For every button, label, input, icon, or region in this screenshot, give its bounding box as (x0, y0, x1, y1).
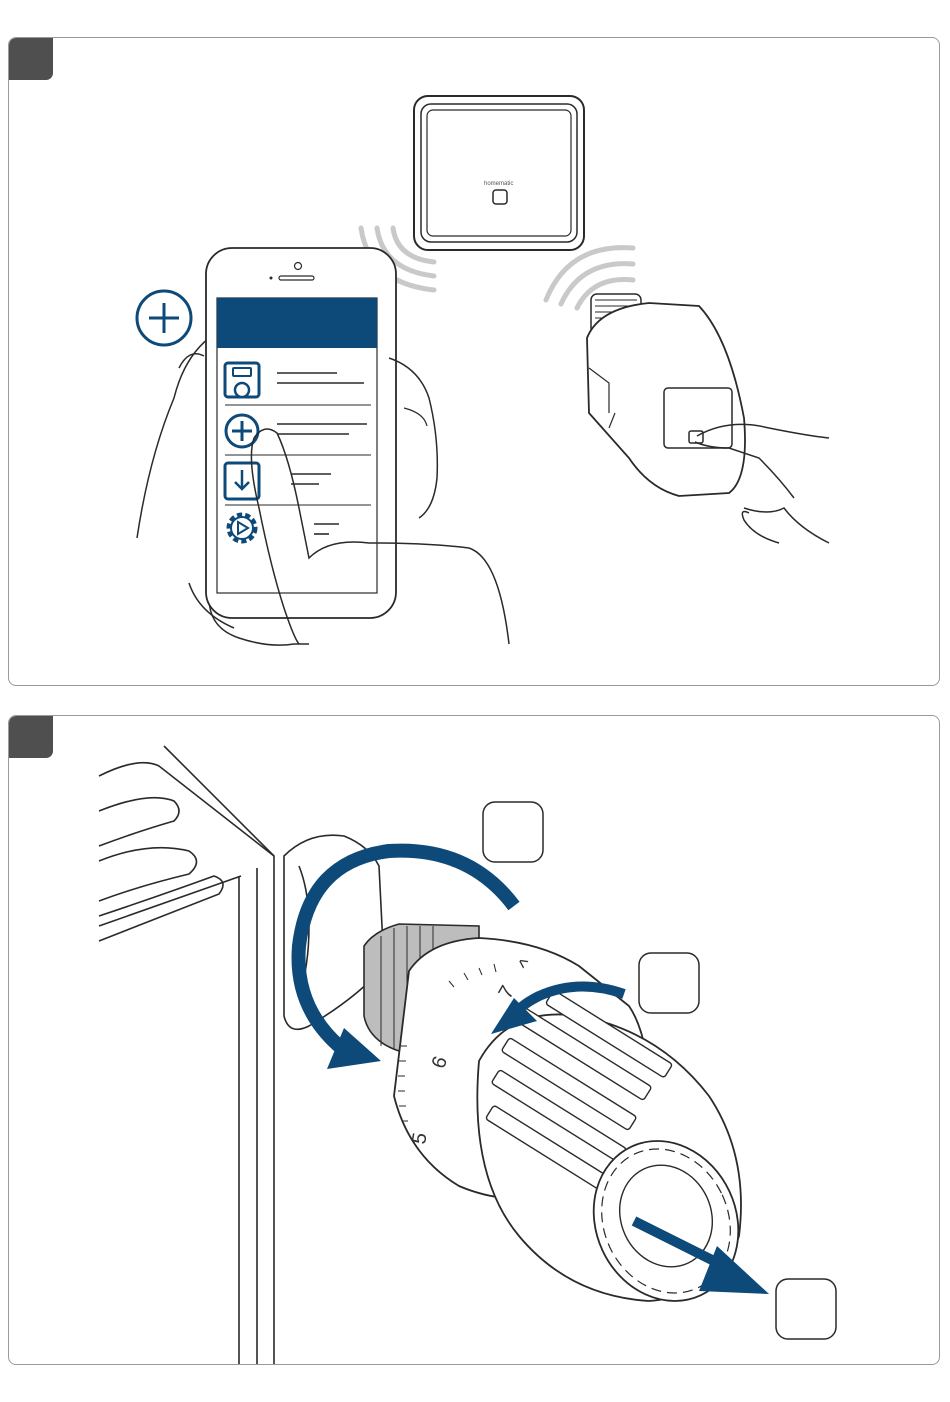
step-box-b (639, 953, 699, 1013)
step-box-c (776, 1279, 836, 1339)
mounting-illustration: 5 6 7 ^ (9, 716, 940, 1365)
app-header (217, 298, 377, 348)
plus-circle-icon (137, 291, 191, 345)
pairing-illustration: homematic (9, 38, 940, 686)
step-panel-2: 5 6 7 ^ (8, 715, 940, 1365)
access-point: homematic (414, 96, 584, 250)
radiator-thermostat (587, 294, 745, 496)
step-panel-1: homematic (8, 37, 940, 686)
access-point-brand: homematic (484, 181, 513, 187)
smartphone (206, 248, 396, 618)
radiator (99, 746, 274, 1365)
step-box-a (483, 802, 543, 862)
